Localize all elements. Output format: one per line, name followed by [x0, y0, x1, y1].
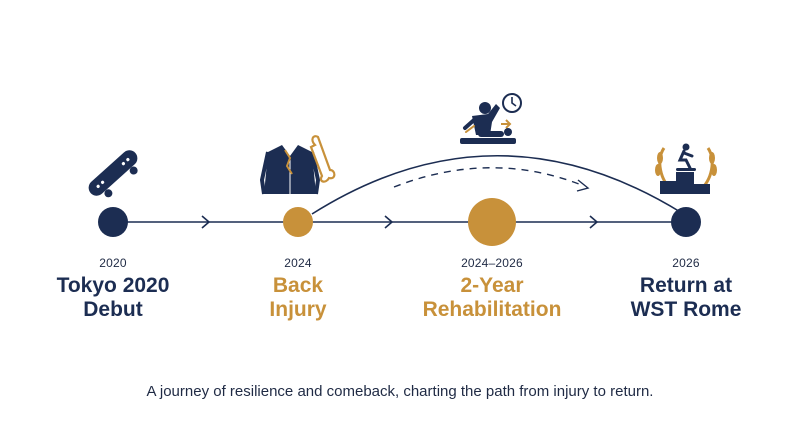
milestone-title: 2-Year Rehabilitation [412, 274, 572, 322]
milestone-title-line1: Return at [639, 274, 733, 297]
milestone-title: Back Injury [238, 274, 358, 322]
milestone-year: 2020 [99, 256, 127, 270]
node-2026 [671, 207, 701, 237]
milestone-title-line2: Injury [269, 298, 327, 321]
timeline-arrow-1 [201, 215, 211, 229]
timeline-arrow-2 [384, 215, 394, 229]
skateboard-icon [88, 150, 138, 198]
milestone-title-line1: Back [272, 274, 324, 297]
node-2024-2026 [468, 198, 516, 246]
milestone-2024-2026: 2024–2026 2-Year Rehabilitation [412, 256, 572, 322]
milestone-2024: 2024 Back Injury [238, 256, 358, 322]
milestone-title: Tokyo 2020 Debut [53, 274, 173, 322]
comeback-dashed-arc [393, 167, 585, 188]
milestone-year: 2024–2026 [461, 256, 523, 270]
timeline-arrow-3 [589, 215, 599, 229]
milestone-title-line2: Rehabilitation [422, 298, 562, 321]
caption: A journey of resilience and comeback, ch… [146, 383, 654, 400]
milestone-2026: 2026 Return at WST Rome [621, 256, 751, 322]
milestone-title-line2: Debut [83, 298, 143, 321]
milestone-title: Return at WST Rome [621, 274, 751, 322]
milestone-year: 2024 [284, 256, 312, 270]
node-2024 [283, 207, 313, 237]
comeback-arc [311, 155, 683, 215]
node-2020 [98, 207, 128, 237]
milestone-title-line1: Tokyo 2020 [56, 274, 170, 297]
dashed-arc-arrowhead [576, 179, 590, 192]
rehabilitation-icon [460, 93, 522, 144]
milestone-title-line2: WST Rome [630, 298, 742, 321]
back-injury-icon [259, 135, 336, 195]
milestone-year: 2026 [672, 256, 700, 270]
milestone-2020: 2020 Tokyo 2020 Debut [53, 256, 173, 322]
podium-trophy-icon [655, 143, 717, 194]
milestone-title-line1: 2-Year [460, 274, 524, 297]
